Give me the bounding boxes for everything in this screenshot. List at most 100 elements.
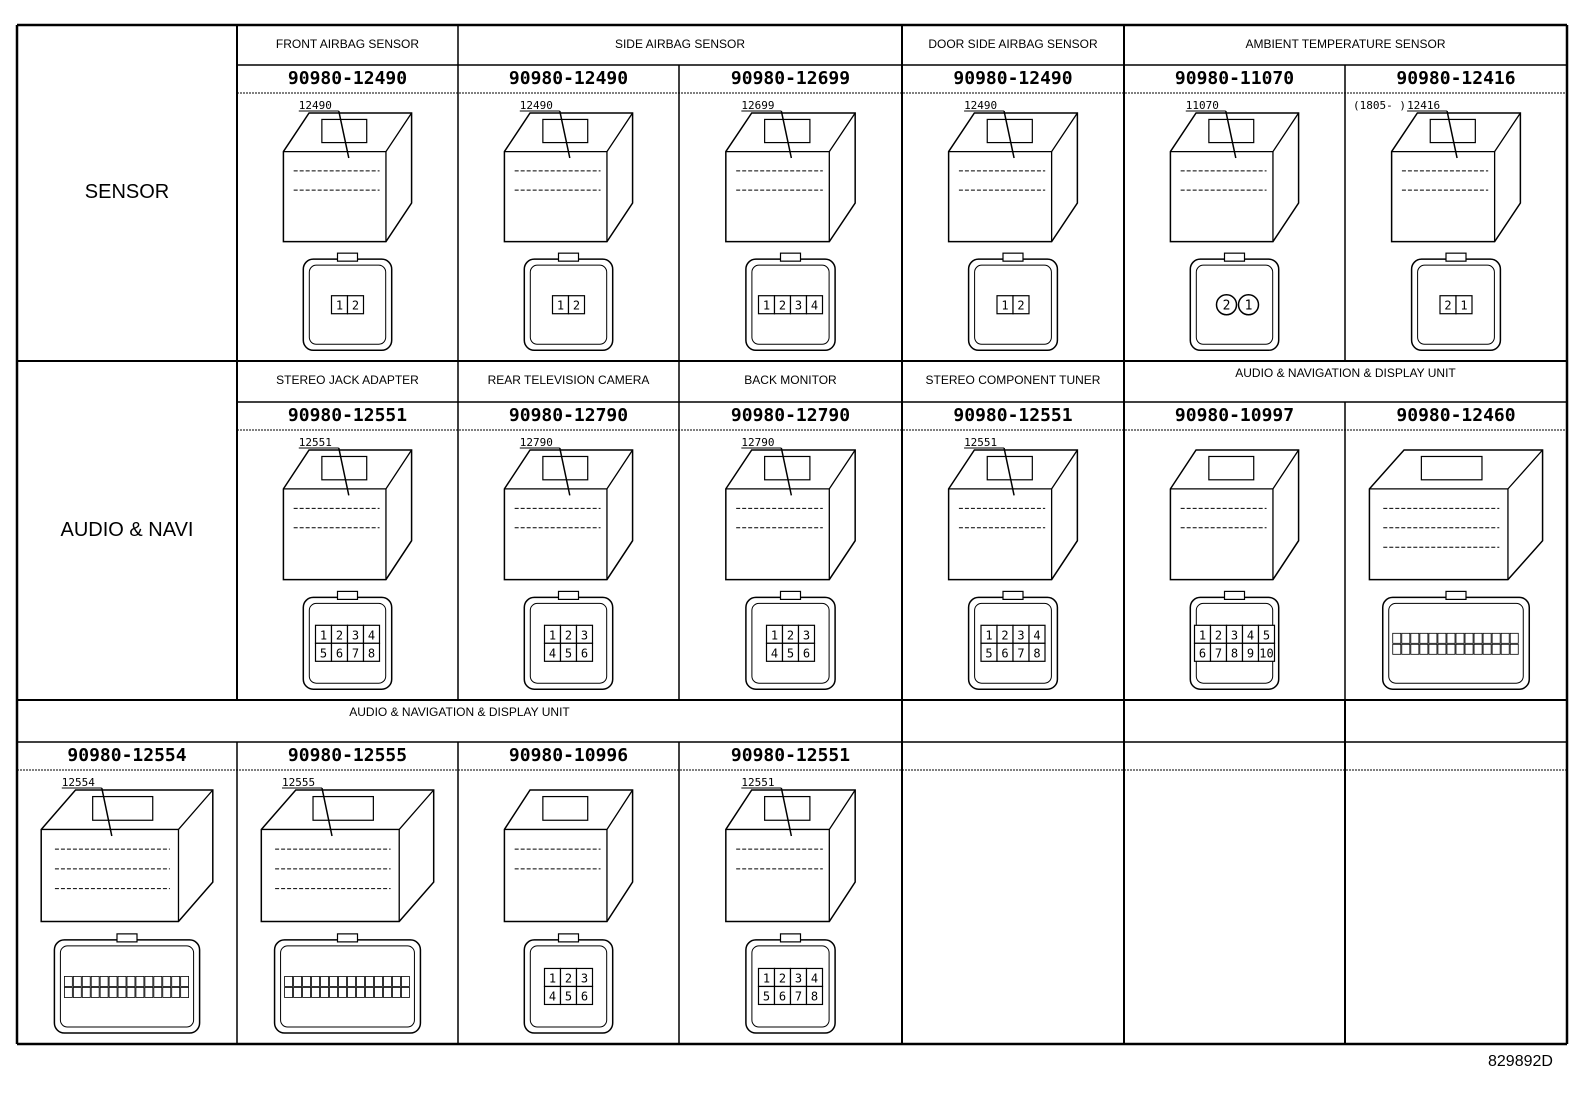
connector-face-inner [1195,264,1274,345]
section-header: FRONT AIRBAG SENSOR [275,37,420,51]
connector-edge [1369,449,1544,580]
key-tab [116,933,138,943]
connector-body [725,449,856,581]
pin-cavity [1437,643,1447,655]
connector-body [725,112,856,243]
connector-edge [948,112,1078,242]
pin-number: 7 [352,646,359,660]
connector-edge [725,112,856,242]
pin-number: 3 [803,628,810,642]
callout-arrow [559,447,571,496]
pin-number: 4 [1033,628,1040,642]
pin-cavity [293,976,302,987]
callout-label: 12490 [964,99,997,112]
pin-cavity [1464,632,1474,644]
pin-cavity [162,976,172,987]
section-header: BACK MONITOR [744,373,837,387]
key-tab [779,590,802,601]
pin-number: 2 [1444,299,1451,313]
pin-number: 5 [320,646,327,660]
pin-cavity [284,987,293,998]
pin-number: 1 [549,971,556,985]
latch [986,455,1033,481]
pin-cavity [1410,643,1420,655]
connector-wide2: 12554 [40,776,214,1034]
connector-edge [1170,112,1300,242]
pin-cavity [797,642,816,662]
pin-cavity [401,976,410,987]
pin-number: 8 [811,989,818,1003]
part-number: 90980-12490 [953,68,1073,89]
pin-cavity [108,976,118,987]
key-tab [1002,252,1024,262]
pin-cavity [1419,632,1429,644]
part-number: 90980-10997 [1174,405,1295,426]
connector-face-inner [529,602,608,684]
pin-number: 2 [1223,299,1231,314]
pin-number: 5 [763,989,770,1003]
pin-number: 6 [1001,646,1008,660]
pin-number: 1 [336,299,343,313]
key-tab [557,590,580,601]
pin-cavity [1392,632,1402,644]
latch [986,118,1033,144]
pin-cavity [126,976,136,987]
pin-cavity [1491,643,1501,655]
pin-number: 1 [763,971,770,985]
pin-cavity [1237,293,1260,316]
pin-cavity [1509,643,1519,655]
section-header: AUDIO & NAVIGATION & DISPLAY UNIT [349,705,570,719]
pin-cavity [108,987,118,998]
pin-number: 6 [1199,646,1206,660]
key-tab [779,252,802,262]
connector-body [1169,112,1300,243]
pin-cavity [64,976,73,987]
callout-label: 12490 [299,99,332,112]
pin-cavity [1215,293,1238,316]
part-number: 90980-12551 [953,405,1073,426]
pin-number: 8 [368,646,375,660]
pin-cavity [1257,642,1276,662]
connector-edge [1391,112,1521,242]
pin-cavity [1401,643,1411,655]
row-label: SENSOR [84,181,170,203]
callout-arrow [321,787,333,837]
row-label: AUDIO & NAVI [60,518,194,541]
connector-face-inner [751,602,830,684]
connector-face-inner [280,945,415,1028]
connector-face-inner [529,264,608,345]
pin-number: 3 [352,628,359,642]
pin-cavity [365,987,374,998]
pin-number: 6 [779,989,786,1003]
pin-number: 2 [1001,628,1008,642]
key-tab [779,933,802,943]
callout-label: 11070 [1186,99,1219,112]
latch [92,795,154,821]
key-tab [336,590,359,601]
pin-cavity [302,976,311,987]
pin-cavity [81,976,91,987]
key-tab [557,252,580,262]
pin-number: 3 [795,971,802,985]
pin-number: 3 [1231,628,1238,642]
pin-cavity [1437,632,1447,644]
pin-cavity [311,976,320,987]
pin-cavity [1428,632,1438,644]
date-note: (1805- ) [1353,99,1406,112]
pin-cavity [329,987,338,998]
pin-number: 9 [1247,646,1254,660]
connector-body [503,789,634,923]
pin-cavity [1455,632,1465,644]
pin-cavity [1473,632,1483,644]
pin-cavity [567,295,586,315]
pin-cavity [1482,643,1492,655]
pin-number: 1 [549,628,556,642]
pin-cavity [1446,632,1456,644]
connector-face-inner [1388,602,1524,684]
pin-cavity [1446,643,1456,655]
part-number: 90980-12416 [1396,68,1516,89]
pin-cavity [320,987,329,998]
pin-number: 3 [581,628,588,642]
pin-cavity [72,987,82,998]
